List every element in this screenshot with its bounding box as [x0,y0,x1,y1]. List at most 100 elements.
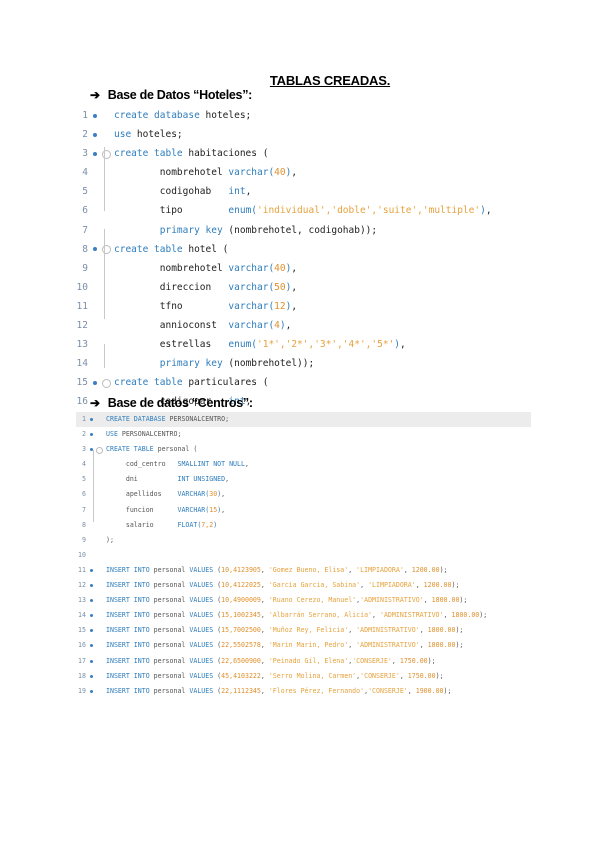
code-line[interactable]: 14 INSERT INTO personal VALUES (15,10023… [76,608,531,623]
code-token: ); [439,565,448,574]
fold-toggle-icon[interactable] [96,446,103,454]
code-line[interactable]: 4 nombrehotel varchar(40), [76,163,492,182]
code-line[interactable]: 14 primary key (nombrehotel)); [76,354,492,373]
code-line[interactable]: 15 create table particulares ( [76,373,492,392]
line-number: 11 [78,565,86,574]
fold-toggle-icon[interactable] [102,245,111,255]
code-token: 22,5502578 [221,641,261,650]
code-line[interactable]: 2 USE PERSONALCENTRO; [76,427,531,442]
fold-guide [93,450,94,522]
code-line[interactable]: 15 INSERT INTO personal VALUES (15,70025… [76,623,531,638]
section-heading-text: Base de datos “Centros”: [107,396,253,410]
gutter-marker [88,373,114,392]
code-text: estrellas enum('1*','2*','3*','4*','5*')… [114,339,406,350]
code-text: dni INT UNSIGNED, [106,475,229,483]
code-line[interactable]: 8 salario FLOAT(7,2) [76,518,531,533]
gutter-marker [88,221,114,240]
code-line[interactable]: 6 tipo enum('individual','doble','suite'… [76,201,492,220]
code-token: CREATE DATABASE [106,415,170,423]
code-token: INSERT INTO [106,596,154,605]
code-line[interactable]: 10 direccion varchar(50), [76,278,492,297]
code-token: 'Garcia Garcia, Sabina' [268,581,361,590]
fold-guide [104,147,105,211]
code-line[interactable]: 7 primary key (nombrehotel, codigohab)); [76,221,492,240]
code-token: ); [451,581,460,590]
code-text: INSERT INTO personal VALUES (10,4122025,… [106,581,459,589]
code-line[interactable]: 4 cod_centro SMALLINT NOT NULL, [76,457,531,472]
code-token: SMALLINT NOT NULL [177,460,245,469]
code-token: , [260,596,269,605]
code-line[interactable]: 5 codigohab int, [76,182,492,201]
code-token: create table [114,377,189,389]
fold-toggle-icon[interactable] [102,378,111,388]
arrow-right-icon: ➔ [90,396,100,410]
code-token: VALUES [189,686,218,695]
code-line[interactable]: 18 INSERT INTO personal VALUES (45,41032… [76,669,531,684]
code-token: hoteles; [205,110,252,121]
line-number: 10 [78,550,86,559]
statement-dot-icon [90,629,93,633]
code-line[interactable]: 6 apellidos VARCHAR(30), [76,487,531,502]
code-line[interactable]: 3 create table habitaciones ( [76,144,492,163]
code-line[interactable]: 10 [76,548,531,563]
gutter-marker [88,335,114,354]
gutter-marker [88,201,114,220]
code-token: PERSONALCENTRO; [169,415,230,423]
code-line[interactable]: 7 funcion VARCHAR(15), [76,503,531,518]
gutter-marker [88,240,114,259]
code-token: (nombrehotel, codigohab)); [228,224,378,236]
code-line[interactable]: 12 INSERT INTO personal VALUES (10,41220… [76,578,531,593]
gutter-marker [86,654,106,669]
code-token: , [423,596,432,605]
code-text: create table particulares ( [114,377,268,388]
code-text: ); [106,536,114,544]
code-line[interactable]: 16 codigopar int, [76,392,492,411]
code-token: INSERT INTO [106,565,154,574]
code-token: 'CONSERJE' [352,656,392,665]
code-token: personal ( [157,445,198,454]
code-line[interactable]: 9 ); [76,533,531,548]
code-token: tfno [159,300,229,312]
code-line[interactable]: 5 dni INT UNSIGNED, [76,472,531,487]
code-token: apellidos [125,490,178,499]
code-text: INSERT INTO personal VALUES (22,6500900,… [106,657,436,665]
gutter-marker [86,669,106,684]
code-token: 'Albarrán Serrano, Alicia' [268,611,373,620]
code-token: personal [153,596,190,605]
code-line[interactable]: 11 tfno varchar(12), [76,297,492,316]
fold-toggle-icon[interactable] [102,149,111,159]
code-token: VALUES [189,565,218,574]
code-line[interactable]: 13 estrellas enum('1*','2*','3*','4*','5… [76,335,492,354]
code-line[interactable]: 1 create database hoteles; [76,106,492,125]
code-line[interactable]: 3 CREATE TABLE personal ( [76,442,531,457]
code-token: int [228,186,246,198]
statement-dot-icon [93,380,97,385]
code-token: 4 [274,320,280,332]
code-token: VALUES [189,611,218,620]
code-line[interactable]: 9 nombrehotel varchar(40), [76,259,492,278]
gutter-marker [88,354,114,373]
code-token: int [228,396,246,408]
code-token: 'LIMPIADORA' [368,581,416,590]
code-token: codigohab [159,186,229,198]
code-line[interactable]: 8 create table hotel ( [76,240,492,259]
code-line[interactable]: 13 INSERT INTO personal VALUES (10,49000… [76,593,531,608]
code-line[interactable]: 12 annioconst varchar(4), [76,316,492,335]
gutter-marker [86,548,106,563]
section-heading-centros: ➔ Base de datos “Centros”: [90,396,253,410]
code-line[interactable]: 19 INSERT INTO personal VALUES (22,11123… [76,684,531,699]
code-token: , [221,490,226,499]
line-number: 7 [82,224,88,236]
code-text: salario FLOAT(7,2) [106,521,217,529]
code-line[interactable]: 17 INSERT INTO personal VALUES (22,65009… [76,654,531,669]
code-token: 22,1112345 [221,686,261,695]
code-token: 'Ruano Cerezo, Manuel' [268,596,357,605]
gutter-marker [86,578,106,593]
code-token: personal [153,656,190,665]
code-line[interactable]: 2 use hoteles; [76,125,492,144]
code-token: , [485,205,492,217]
code-token: 'ADMINISTRATIVO' [360,596,424,605]
code-line[interactable]: 1 CREATE DATABASE PERSONALCENTRO; [76,412,531,428]
code-line[interactable]: 16 INSERT INTO personal VALUES (22,55025… [76,638,531,653]
code-line[interactable]: 11 INSERT INTO personal VALUES (10,41239… [76,563,531,578]
